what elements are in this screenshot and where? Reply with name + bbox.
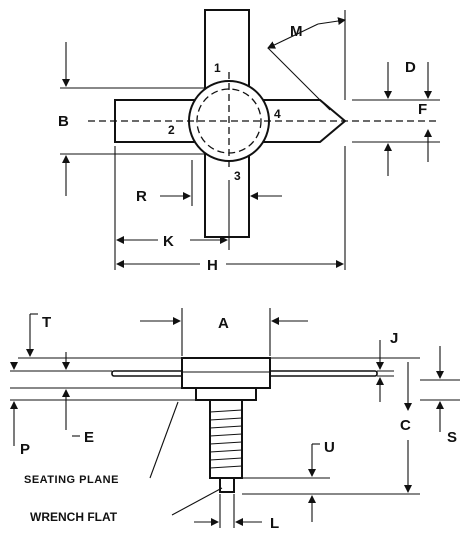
dim-label-u: U bbox=[324, 439, 335, 456]
top-view: 1 2 3 4 M D F B R K bbox=[58, 9, 440, 274]
pin-number-1: 1 bbox=[214, 61, 221, 75]
wrench-flat-tip bbox=[219, 477, 235, 493]
thread-lines bbox=[209, 409, 243, 469]
dim-label-e: E bbox=[84, 429, 94, 446]
seating-plane-label: SEATING PLANE bbox=[24, 474, 119, 486]
dim-label-c: C bbox=[400, 417, 411, 434]
pin-number-3: 3 bbox=[234, 169, 241, 183]
dim-label-f: F bbox=[418, 101, 427, 118]
dim-label-s: S bbox=[447, 429, 457, 446]
dim-label-h: H bbox=[207, 257, 218, 274]
dim-label-t: T bbox=[42, 314, 51, 331]
dim-label-b: B bbox=[58, 113, 69, 130]
dim-label-k: K bbox=[163, 233, 174, 250]
pin-number-4: 4 bbox=[274, 107, 281, 121]
threaded-stud bbox=[209, 399, 243, 479]
dim-label-r: R bbox=[136, 188, 147, 205]
package-cap bbox=[181, 357, 271, 389]
pin-number-2: 2 bbox=[168, 123, 175, 137]
wrench-flat-label: WRENCH FLAT bbox=[30, 510, 118, 524]
dim-label-p: P bbox=[20, 441, 30, 458]
dim-label-j: J bbox=[390, 330, 398, 347]
dim-label-a: A bbox=[218, 315, 229, 332]
side-view: A T P E J C S bbox=[10, 308, 460, 532]
package-base bbox=[195, 387, 257, 401]
dim-label-d: D bbox=[405, 59, 416, 76]
dim-label-l: L bbox=[270, 515, 279, 532]
dim-label-m: M bbox=[290, 23, 303, 40]
